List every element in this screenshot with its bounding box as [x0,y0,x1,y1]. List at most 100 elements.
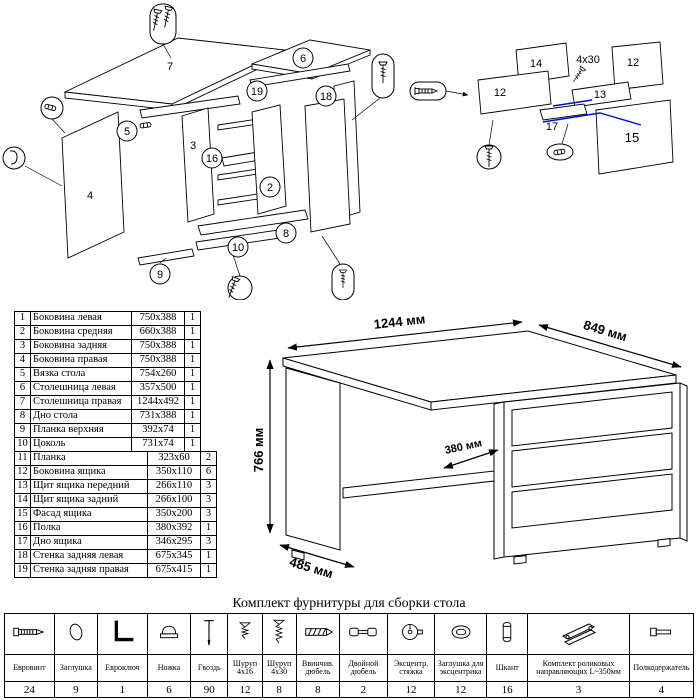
middle-side-panel [251,104,287,215]
part-number-cell: 1 [14,311,31,326]
hardware-name: Шуруп 4x30 [261,654,297,682]
part-name-cell: Фасад ящика [30,507,148,522]
shelf-pin-icon [650,627,672,636]
hardware-name: Евроключ [97,654,148,682]
bottom-panel [197,209,309,236]
leader-lines [24,43,381,277]
screw-4x16-icon [238,621,252,639]
part-qty-cell: 1 [184,367,201,382]
cam-cap-icon [451,624,471,639]
part-number-cell: 16 [14,521,31,536]
part-size-cell: 731x388 [131,409,185,424]
hardware-kit-table: Евровинт Заглушка Евроключ Ножка Гвоздь … [4,613,695,698]
hardware-icon-row [4,613,695,655]
part-label: 15 [625,130,639,145]
hardware-name: Ввинчив. дюбель [295,654,341,682]
dimension-lines [266,319,682,568]
part-size-cell: 346x295 [147,535,201,550]
screw-size-label: 4x30 [576,54,600,66]
part-number-cell: 15 [14,507,31,522]
hardware-name-row: Евровинт Заглушка Евроключ Ножка Гвоздь … [4,654,695,682]
part-size-cell: 1244x492 [131,395,185,410]
part-number-cell: 11 [14,451,31,466]
part-name-cell: Стенка задняя правая [30,563,148,578]
drawer-bottom-panel [539,103,588,121]
part-number-cell: 12 [14,465,31,480]
part-size-cell: 754x260 [131,367,185,382]
hardware-qty: 1 [97,681,148,698]
part-qty-cell: 1 [184,311,201,326]
part-name-cell: Планка [30,451,148,466]
dim-line-849 [538,324,682,368]
hardware-qty: 2 [339,681,388,698]
part-callouts-left: 7 6 19 18 5 3 16 2 4 8 10 9 [87,47,337,285]
part-number-cell: 6 [14,381,31,396]
part-size-cell: 392x74 [131,423,185,438]
part-number-cell: 18 [14,549,31,564]
hardware-name: Заглушка для эксцентрика [434,654,487,682]
drawer-front [511,473,673,529]
part-label: 8 [283,228,289,240]
dim-label-1244: 1244 мм [373,311,426,332]
drawer-callouts [409,65,587,170]
part-label: 9 [157,269,163,281]
top-strip-panel [137,248,195,266]
part-label: 12 [627,57,639,69]
hardware-qty: 8 [261,681,297,698]
cap-icon [69,623,83,640]
part-name-cell: Полка [30,521,148,536]
part-size-cell: 357x500 [131,381,185,396]
hardware-name: Заглушка [53,654,99,682]
hex-key-icon [115,620,134,641]
part-number-cell: 17 [14,535,31,550]
part-number-cell: 9 [14,423,31,438]
desk-foot [657,538,671,548]
part-size-cell: 266x100 [147,493,201,508]
dim-label-485: 485 мм [288,554,335,581]
hardware-kit-title: Комплект фурнитуры для сборки стола [232,596,466,611]
part-number-cell: 8 [14,409,31,424]
hardware-name: Ножка [146,654,192,682]
hardware-qty: 12 [227,681,263,698]
part-size-cell: 350x110 [147,465,201,480]
hardware-qty: 6 [146,681,192,698]
hook-icon [9,150,18,165]
hardware-name: Евровинт [4,654,55,682]
part-qty-cell: 1 [200,521,217,536]
part-label: 17 [546,121,558,133]
drawer-fascia-panel [595,99,674,175]
part-qty-cell: 2 [200,451,217,466]
wood-dowel-icon [502,621,512,642]
hardware-qty: 90 [190,681,229,698]
hardware-qty: 12 [434,681,487,698]
hardware-name: Гвоздь [190,654,229,682]
part-label: 5 [124,126,130,138]
screw-4x30-icon [272,619,286,643]
part-label: 6 [300,53,306,65]
part-size-cell: 266x110 [147,479,201,494]
hardware-name: Комплект роликовых направляющих L~350мм [527,654,630,682]
part-number-cell: 19 [14,563,31,578]
dim-line-1244 [287,319,523,351]
drawer-front [511,391,673,447]
part-number-cell: 10 [14,437,31,452]
exploded-diagrams: 7 6 19 18 5 3 16 2 4 8 10 9 [2,3,674,300]
part-number-cell: 14 [14,493,31,508]
drawer-unit-side [679,382,688,542]
hardware-qty-row: 24 9 1 6 90 12 8 8 2 12 12 16 3 4 [4,681,695,698]
hardware-name: Эксцентр. стяжка [386,654,436,682]
part-name-cell: Боковина ящика [30,465,148,480]
drawer-rail [217,168,259,181]
hardware-qty: 4 [628,681,695,698]
dim-line-485 [279,544,355,568]
desk-dimension-drawing: 1244 мм 849 мм 766 мм 485 мм 380 мм [251,311,688,581]
part-number-cell: 2 [14,325,31,340]
part-name-cell: Вязка стола [30,367,132,382]
